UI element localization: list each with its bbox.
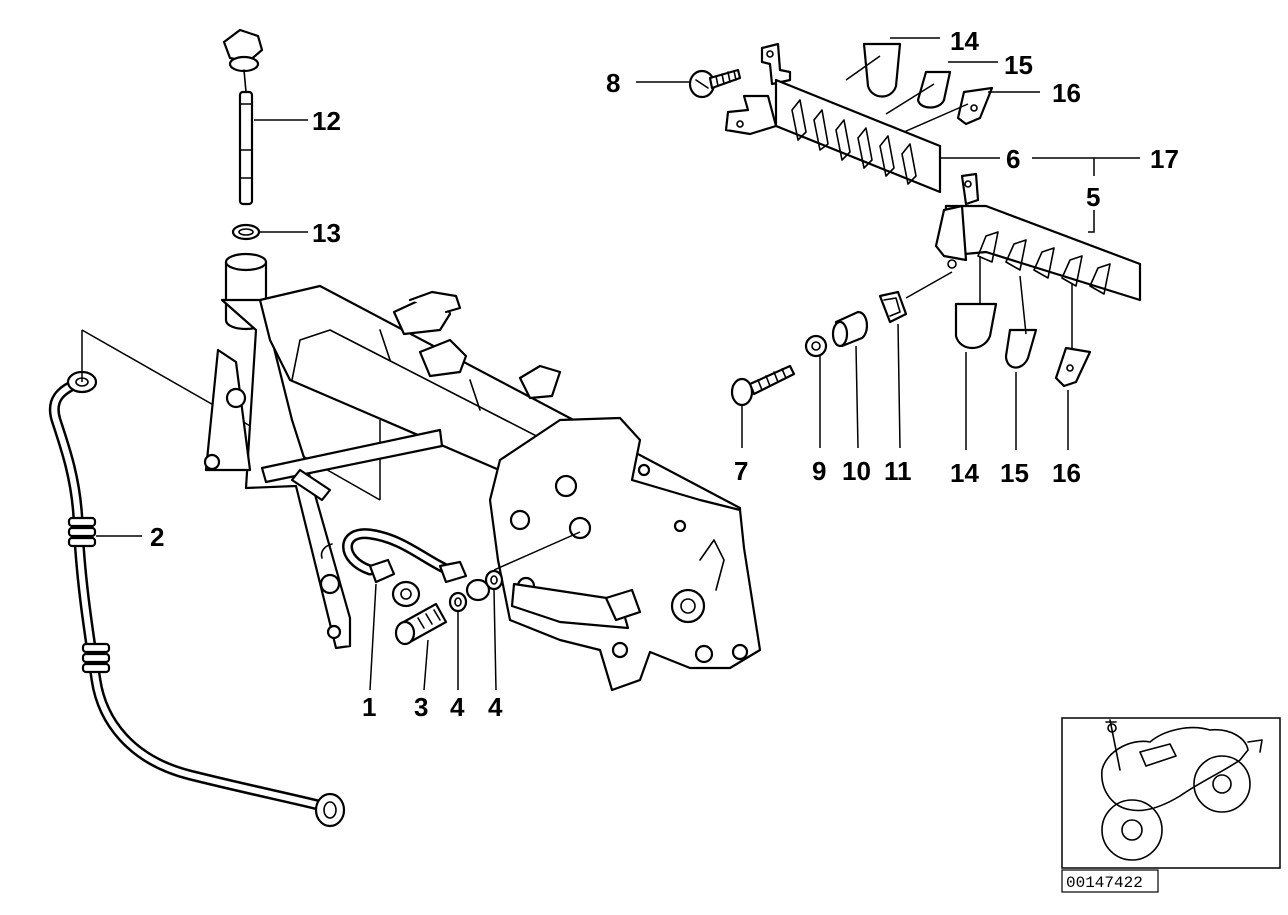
leader-lines xyxy=(96,37,1140,691)
washer-9-part xyxy=(804,334,828,358)
callout-5: 5 xyxy=(1086,182,1100,212)
callout-14-upper: 14 xyxy=(950,26,979,56)
insert-16-upper-part xyxy=(956,86,994,126)
callout-14-lower: 14 xyxy=(950,458,979,488)
callout-1: 1 xyxy=(362,692,376,722)
callout-4b: 4 xyxy=(488,692,503,722)
motorcycle-icon xyxy=(1101,719,1263,861)
screw-8-part xyxy=(688,68,742,99)
insert-15-upper-part xyxy=(916,70,952,109)
spacer-10-part xyxy=(831,310,868,348)
callout-labels: 12 13 2 1 3 4 4 8 14 15 16 6 17 5 7 9 10… xyxy=(150,26,1179,722)
reference-number: 00147422 xyxy=(1066,874,1143,892)
callout-3: 3 xyxy=(414,692,428,722)
banjo-bolt-part xyxy=(394,602,448,646)
heat-shield-upper-part xyxy=(724,42,942,194)
sealing-ring-part xyxy=(448,569,504,613)
callout-6: 6 xyxy=(1006,144,1020,174)
banjo-hose-part xyxy=(342,528,491,608)
callout-10: 10 xyxy=(842,456,871,486)
insert-14-lower-part xyxy=(954,302,998,350)
callout-16-lower: 16 xyxy=(1052,458,1081,488)
callout-13: 13 xyxy=(312,218,341,248)
motorcycle-thumbnail: 00147422 xyxy=(1061,717,1281,893)
clip-nut-11-part xyxy=(878,290,908,324)
callout-15-upper: 15 xyxy=(1004,50,1033,80)
callout-12: 12 xyxy=(312,106,341,136)
insert-16-lower-part xyxy=(1054,346,1092,388)
insert-15-lower-part xyxy=(1004,328,1038,369)
heat-shield-lower-part xyxy=(934,172,1142,302)
main-frame-part xyxy=(203,252,762,692)
callout-4a: 4 xyxy=(450,692,465,722)
insert-14-upper-part xyxy=(862,42,902,98)
callout-15-lower: 15 xyxy=(1000,458,1029,488)
callout-2: 2 xyxy=(150,522,164,552)
oil-hose-part xyxy=(48,329,381,828)
callout-9: 9 xyxy=(812,456,826,486)
callout-11: 11 xyxy=(884,456,912,486)
screw-7-part xyxy=(730,364,796,407)
callout-17: 17 xyxy=(1150,144,1179,174)
callout-8: 8 xyxy=(606,68,620,98)
dipstick-part xyxy=(222,28,264,241)
callout-16-upper: 16 xyxy=(1052,78,1081,108)
callout-7: 7 xyxy=(734,456,748,486)
